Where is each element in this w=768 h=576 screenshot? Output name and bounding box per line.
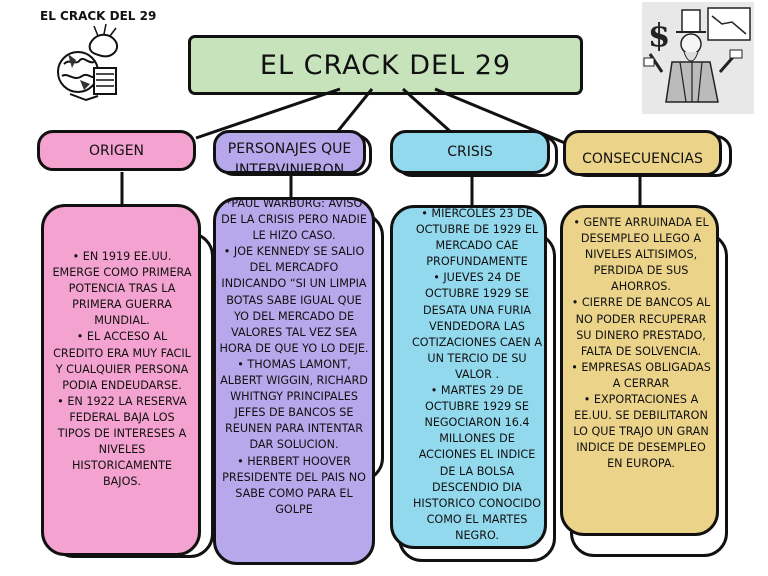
crisis-column xyxy=(390,205,547,549)
consecuencias-text: • GENTE ARRUINADA EL DESEMPLEO LLEGO A N… xyxy=(568,215,714,473)
list-item: • EMPRESAS OBLIGADAS A CERRAR xyxy=(571,360,711,390)
list-item: • CIERRE DE BANCOS AL NO PODER RECUPERAR… xyxy=(571,296,711,358)
personajes-text: *PAUL WARBURG: AVISO DE LA CRISIS PERO N… xyxy=(218,196,370,568)
list-item: • THOMAS LAMONT, ALBERT WIGGIN, RICHARD … xyxy=(220,357,368,452)
personajes-column xyxy=(213,197,375,565)
globe-bag-illustration-icon xyxy=(57,24,118,102)
consecuencias-column xyxy=(560,205,719,536)
svg-text:$: $ xyxy=(648,16,670,54)
corner-title: EL CRACK DEL 29 xyxy=(40,9,157,23)
main-title: EL CRACK DEL 29 xyxy=(188,35,583,95)
crisis-text: • MIERCOLES 23 DE OCTUBRE DE 1929 EL MER… xyxy=(410,206,544,544)
list-item: • EN 1919 EE.UU. EMERGE COMO PRIMERA POT… xyxy=(52,250,192,328)
list-item: • EN 1922 LA RESERVA FEDERAL BAJA LOS TI… xyxy=(57,394,187,489)
personajes-heading-label: PERSONAJES QUE INTERVINIERON xyxy=(227,141,352,178)
list-item: • EXPORTACIONES A EE.UU. SE DEBILITARON … xyxy=(573,393,709,471)
list-item: *PAUL WARBURG: AVISO DE LA CRISIS PERO N… xyxy=(221,197,367,243)
origen-column xyxy=(41,204,201,556)
uncle-sam-dollar-illustration-icon: $ xyxy=(642,2,754,114)
list-item: • JUEVES 24 DE OCTUBRE 1929 SE DESATA UN… xyxy=(412,271,542,381)
list-item: • JOE KENNEDY SE SALIO DEL MERCADFO INDI… xyxy=(219,245,369,355)
origen-heading: ORIGEN xyxy=(37,130,196,171)
consecuencias-heading: CONSECUENCIAS xyxy=(563,130,722,176)
personajes-heading: PERSONAJES QUE INTERVINIERON xyxy=(213,130,366,178)
crisis-heading: CRISIS xyxy=(390,130,550,174)
list-item: • HERBERT HOOVER PRESIDENTE DEL PAIS NO … xyxy=(222,454,366,516)
list-item: • EL ACCESO AL CREDITO ERA MUY FACIL Y C… xyxy=(53,330,191,392)
origen-text: • EN 1919 EE.UU. EMERGE COMO PRIMERA POT… xyxy=(52,249,192,490)
consecuencias-heading-label: CONSECUENCIAS xyxy=(582,151,703,167)
list-item: • MARTES 29 DE OCTUBRE 1929 SE NEGOCIARO… xyxy=(412,384,542,542)
list-item: • GENTE ARRUINADA EL DESEMPLEO LLEGO A N… xyxy=(573,216,709,294)
list-item: • MIERCOLES 23 DE OCTUBRE DE 1929 EL MER… xyxy=(415,207,539,269)
